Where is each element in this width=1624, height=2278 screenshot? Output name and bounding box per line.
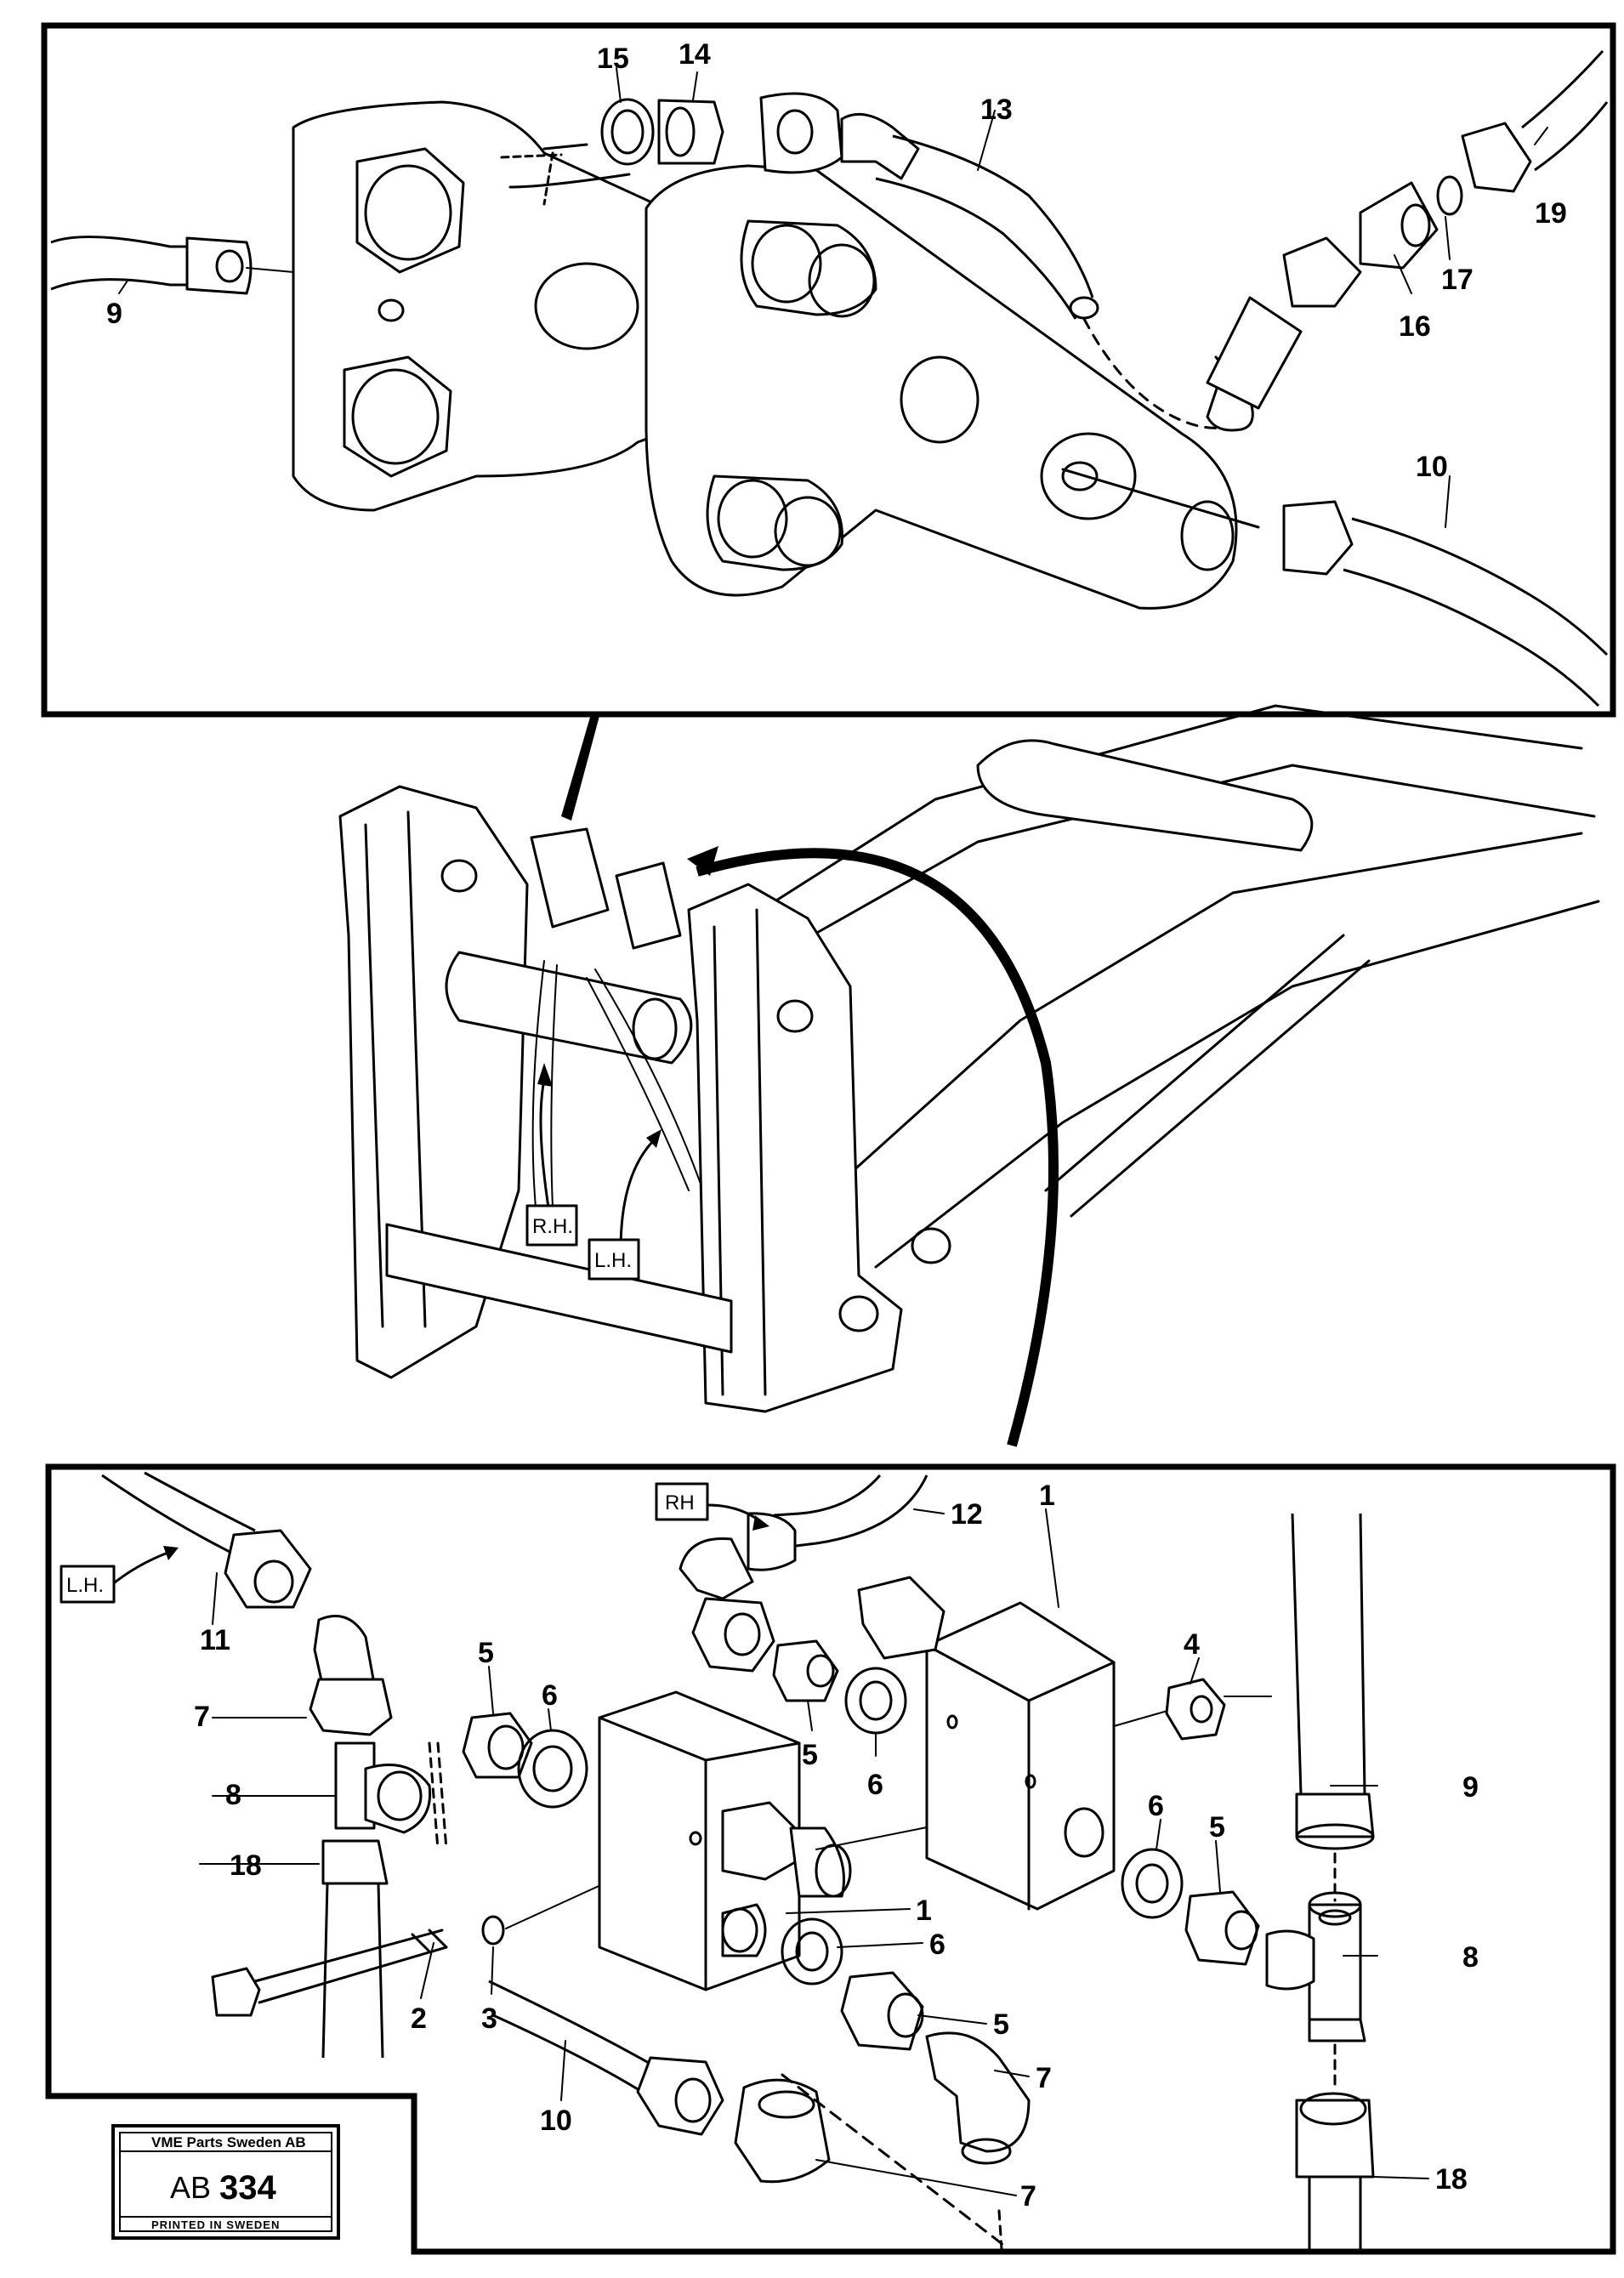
hose-18-left	[321, 1883, 384, 2059]
callout-9-bottom: 9	[1462, 1771, 1479, 1804]
front-plate-features	[706, 219, 1260, 571]
callout-8-left: 8	[225, 1779, 241, 1811]
valve-block-left	[598, 1690, 1030, 1991]
stamp-ref-number: 334	[219, 2169, 276, 2207]
callout-7-left: 7	[194, 1701, 210, 1733]
callout-5-left: 5	[478, 1637, 494, 1669]
nut-4	[1165, 1678, 1272, 1741]
callout-15: 15	[597, 43, 629, 75]
callout-6-lower: 6	[929, 1929, 945, 1961]
hose-9-top	[50, 236, 294, 295]
stamp-company: VME Parts Sweden AB	[151, 2134, 306, 2150]
hose-9-bottom	[1291, 1513, 1375, 1850]
bottom-leaders	[199, 1508, 1429, 2196]
callout-6-left: 6	[542, 1679, 558, 1712]
fittings-6-5-7-center	[781, 1917, 1031, 2165]
callout-10-top: 10	[1416, 451, 1448, 483]
top-leaders	[118, 67, 1548, 528]
callout-8-right: 8	[1462, 1941, 1479, 1974]
zoom-pointer-top	[561, 714, 599, 821]
hose-11	[101, 1471, 393, 1736]
callout-1-left: 1	[916, 1895, 932, 1927]
callout-12: 12	[951, 1498, 983, 1531]
mini-bracket-a	[530, 827, 610, 929]
callout-16: 16	[1399, 310, 1431, 343]
vme-stamp: VME Parts Sweden AB AB 334 PRINTED IN SW…	[111, 2124, 340, 2240]
tag-lh-mid-box	[588, 1238, 640, 1281]
stamp-footer: PRINTED IN SWEDEN	[151, 2218, 280, 2231]
tag-lh-bottom: L.H.	[66, 1574, 104, 1597]
tag-lh-bottom-box	[60, 1565, 116, 1604]
hose-10-bottom	[488, 1980, 1005, 2251]
callout-1-right: 1	[1039, 1480, 1055, 1512]
callout-7-center: 7	[1036, 2062, 1052, 2094]
mini-bracket-b	[615, 861, 682, 950]
machine-overview: R.H. L.H.	[338, 704, 1600, 1447]
callout-3: 3	[481, 2002, 497, 2035]
callout-19: 19	[1535, 197, 1567, 230]
callout-5-right: 5	[1209, 1811, 1225, 1843]
top-panel-frame	[41, 22, 1616, 718]
callout-5-center: 5	[802, 1739, 818, 1771]
callout-9-top: 9	[106, 298, 122, 330]
callout-14: 14	[679, 38, 711, 71]
tool-frame-right	[687, 883, 903, 1413]
bottom-panel-frame	[45, 1463, 1616, 2255]
valve-block-right	[857, 1576, 1174, 1911]
callout-6-right: 6	[1148, 1790, 1164, 1822]
top-detail-panel: 15 14 13 19 17 16 10 9	[41, 22, 1616, 718]
callout-2: 2	[411, 2002, 427, 2035]
fittings-16-17-19	[1206, 49, 1609, 432]
rear-plate-nuts	[343, 147, 639, 478]
callout-18-right: 18	[1435, 2163, 1468, 2196]
callout-4: 4	[1184, 1628, 1200, 1661]
tag-rh-mid-box	[525, 1204, 578, 1247]
fittings-6-5-right	[1121, 1848, 1260, 1966]
stamp-ref-prefix: AB	[170, 2170, 211, 2205]
fittings-5-6-left	[436, 1712, 588, 1851]
callout-7-bottom: 7	[1020, 2180, 1036, 2213]
lock-cylinder	[445, 951, 693, 1065]
callout-17: 17	[1441, 264, 1474, 296]
fittings-14-15	[500, 92, 920, 206]
callout-6-center: 6	[867, 1769, 883, 1801]
tag-lh-mid: L.H.	[594, 1249, 632, 1272]
bottom-detail-panel: L.H. RH	[45, 1463, 1616, 2255]
hose-10-top	[1282, 500, 1609, 707]
callout-10-bottom: 10	[540, 2105, 572, 2137]
callout-11: 11	[200, 1624, 230, 1656]
tag-rh-mid: R.H.	[532, 1215, 573, 1238]
tee-8-left	[321, 1741, 440, 1885]
callout-18-left: 18	[230, 1849, 262, 1882]
callout-5-lower: 5	[993, 2008, 1009, 2041]
tag-rh-bottom-box	[655, 1482, 709, 1521]
tag-rh-bottom: RH	[665, 1491, 695, 1514]
hose-13	[875, 134, 1235, 429]
tee-8-right	[1265, 1852, 1366, 2089]
hose-18-right	[1295, 2092, 1375, 2249]
zoom-pointer-curve	[696, 848, 1059, 1447]
callout-13: 13	[980, 94, 1013, 126]
